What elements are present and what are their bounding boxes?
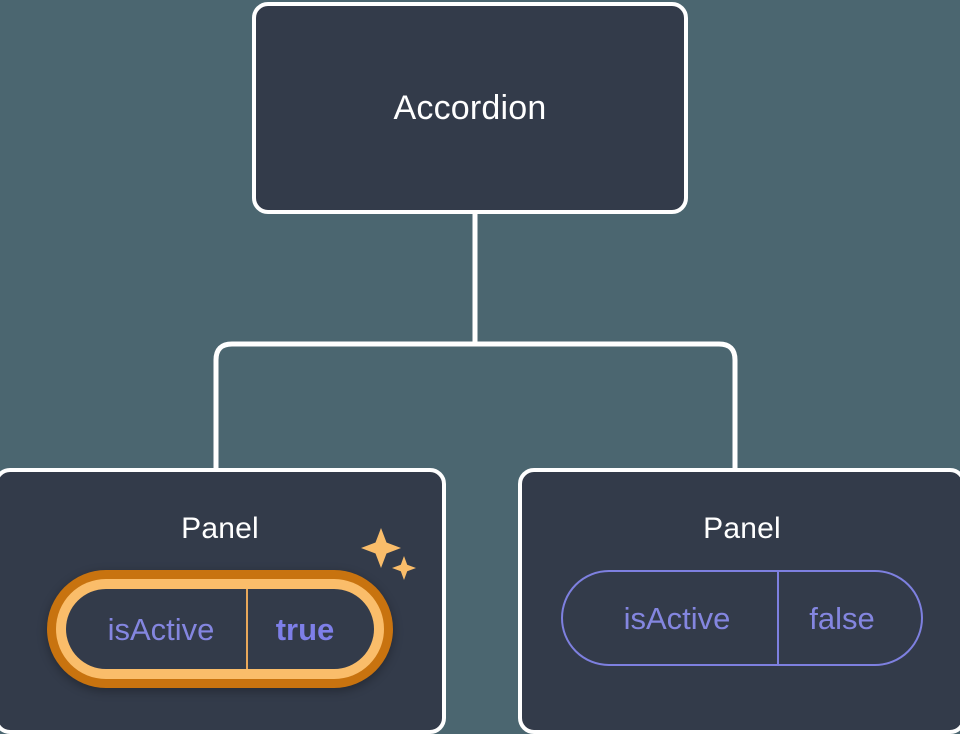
node-panel-active[interactable]: Panel isActive true: [0, 468, 446, 734]
node-panel-active-title: Panel: [181, 512, 259, 545]
prop-pill-active-inner-ring: isActive true: [56, 579, 384, 679]
prop-pill-active-core: isActive true: [66, 589, 374, 669]
prop-pill-active-wrap: isActive true: [47, 528, 416, 688]
node-accordion-title: Accordion: [393, 89, 547, 127]
prop-value-true: true: [246, 589, 374, 669]
node-panel-inactive[interactable]: Panel isActive false: [518, 468, 960, 734]
connector-branch-bar: [213, 341, 738, 470]
node-panel-inactive-title: Panel: [703, 512, 781, 545]
prop-key-isactive-right: isActive: [623, 600, 731, 636]
prop-pill-active[interactable]: isActive true: [47, 570, 393, 688]
prop-pill-inactive[interactable]: isActive false: [561, 570, 923, 666]
sparkle-icon: [361, 528, 416, 580]
prop-key-isactive-left: isActive: [107, 611, 215, 647]
prop-value-false: false: [777, 572, 921, 664]
prop-pill-inactive-wrap: isActive false: [561, 570, 923, 666]
node-accordion[interactable]: Accordion: [252, 2, 688, 214]
